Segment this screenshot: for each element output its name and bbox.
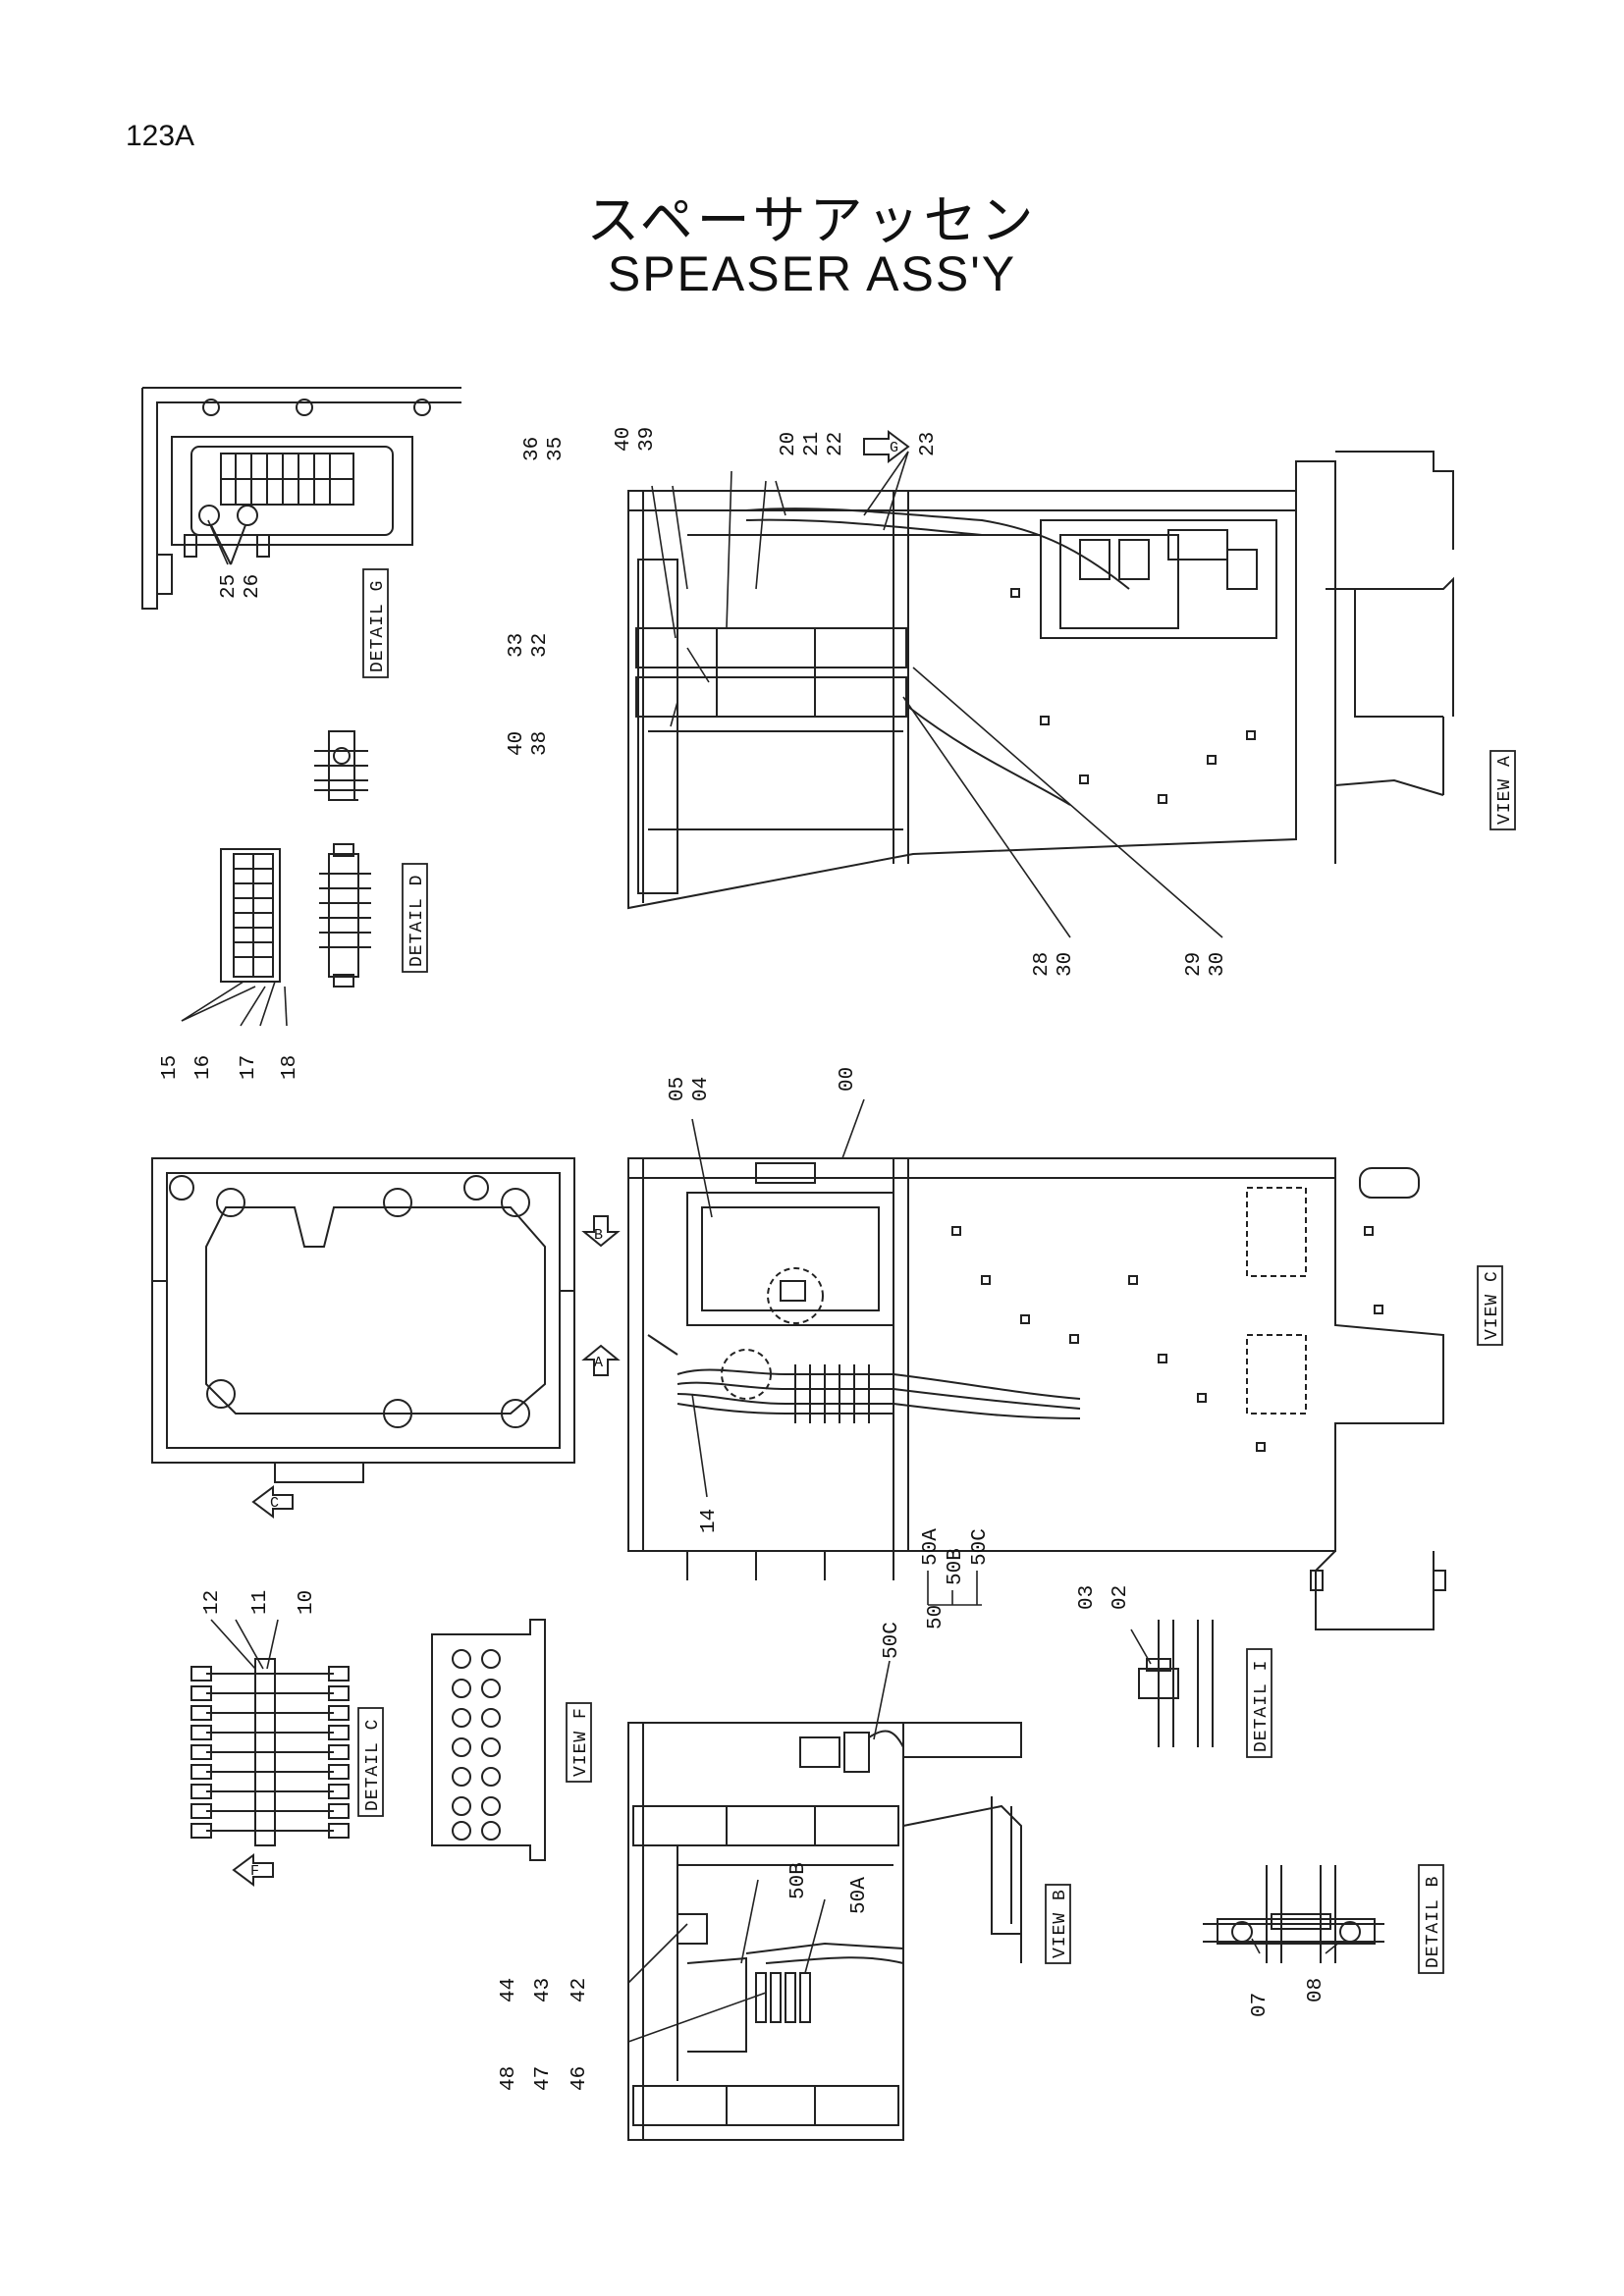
callout-22: 22 — [825, 432, 847, 456]
callout-35: 35 — [545, 437, 568, 461]
callout-33: 33 — [506, 633, 528, 658]
detail-b-caption: DETAIL B — [1424, 1876, 1443, 1968]
callout-02: 02 — [1110, 1585, 1132, 1610]
callout-50-bracket — [927, 1571, 982, 1606]
title-english: SPEASER ASS'Y — [607, 246, 1017, 301]
view-b-drawing — [627, 1722, 1022, 2141]
arrow-a-letter: A — [594, 1355, 603, 1371]
detail-b-drawing — [1203, 1865, 1384, 1963]
arrow-b-letter: B — [594, 1227, 603, 1244]
view-c-caption: VIEW C — [1483, 1270, 1502, 1340]
callout-25: 25 — [218, 574, 241, 599]
callout-50a: 50A — [848, 1877, 871, 1914]
detail-c-drawing — [190, 1658, 350, 1846]
callout-05: 05 — [667, 1077, 689, 1101]
view-f-caption: VIEW F — [571, 1707, 591, 1777]
callout-04: 04 — [690, 1077, 713, 1101]
callout-50c-group: 50C — [969, 1528, 992, 1566]
callout-50b: 50B — [787, 1862, 810, 1899]
view-c-top-frame-drawing — [151, 1157, 575, 1483]
view-b-caption: VIEW B — [1051, 1889, 1070, 1958]
callout-42: 42 — [568, 1978, 591, 2002]
callout-08: 08 — [1305, 1978, 1327, 2002]
callout-50a-group: 50A — [920, 1528, 943, 1566]
arrow-c-letter: C — [270, 1495, 279, 1512]
callout-46: 46 — [568, 2066, 591, 2091]
callout-40-top: 40 — [613, 427, 635, 452]
view-f-drawing — [431, 1619, 546, 1861]
callout-43: 43 — [532, 1978, 555, 2002]
view-a-caption: VIEW A — [1495, 755, 1515, 825]
direction-arrows — [232, 430, 910, 1887]
callout-50c: 50C — [881, 1622, 903, 1659]
callout-30-right: 30 — [1207, 952, 1229, 977]
callout-11: 11 — [249, 1590, 272, 1615]
callout-12: 12 — [201, 1590, 224, 1615]
callout-40-mid: 40 — [506, 731, 528, 756]
view-c-drawing — [627, 1157, 1446, 1630]
callout-14: 14 — [698, 1509, 721, 1533]
detail-d-caption: DETAIL D — [407, 875, 427, 967]
page-number: 123A — [126, 120, 195, 152]
callout-39: 39 — [636, 427, 659, 452]
caption-frames — [357, 568, 1516, 1974]
arrow-g-letter: G — [890, 440, 898, 456]
callout-29: 29 — [1183, 952, 1206, 977]
callout-26: 26 — [242, 574, 264, 599]
callout-23: 23 — [917, 432, 940, 456]
callout-32: 32 — [529, 633, 552, 658]
detail-i-drawing — [1138, 1620, 1214, 1747]
callout-07: 07 — [1249, 1993, 1272, 2017]
callout-15: 15 — [159, 1055, 182, 1080]
callout-03: 03 — [1076, 1585, 1099, 1610]
clip-detail-drawing — [314, 730, 368, 801]
callout-50: 50 — [925, 1605, 947, 1629]
detail-g-caption: DETAIL G — [368, 580, 388, 672]
callout-00: 00 — [837, 1067, 859, 1092]
detail-i-caption: DETAIL I — [1252, 1660, 1272, 1752]
callout-18: 18 — [279, 1055, 301, 1080]
leader-lines — [181, 451, 1341, 2043]
arrow-f-letter: F — [250, 1863, 259, 1880]
callout-17: 17 — [238, 1055, 260, 1080]
callout-50b-group: 50B — [945, 1548, 967, 1585]
detail-d-drawing — [220, 843, 371, 988]
callout-30-left: 30 — [1055, 952, 1077, 977]
detail-c-caption: DETAIL C — [363, 1719, 383, 1811]
callout-47: 47 — [532, 2066, 555, 2091]
callout-20: 20 — [778, 432, 800, 456]
detail-g-drawing — [141, 387, 461, 610]
callout-10: 10 — [296, 1590, 318, 1615]
callout-48: 48 — [498, 2066, 520, 2091]
callout-21: 21 — [801, 432, 824, 456]
title-japanese: スペーサアッセン — [586, 189, 1038, 251]
callout-44: 44 — [498, 1978, 520, 2002]
callout-28: 28 — [1031, 952, 1054, 977]
callout-38: 38 — [529, 731, 552, 756]
view-a-drawing — [627, 451, 1454, 910]
callout-36: 36 — [521, 437, 544, 461]
callout-16: 16 — [192, 1055, 215, 1080]
